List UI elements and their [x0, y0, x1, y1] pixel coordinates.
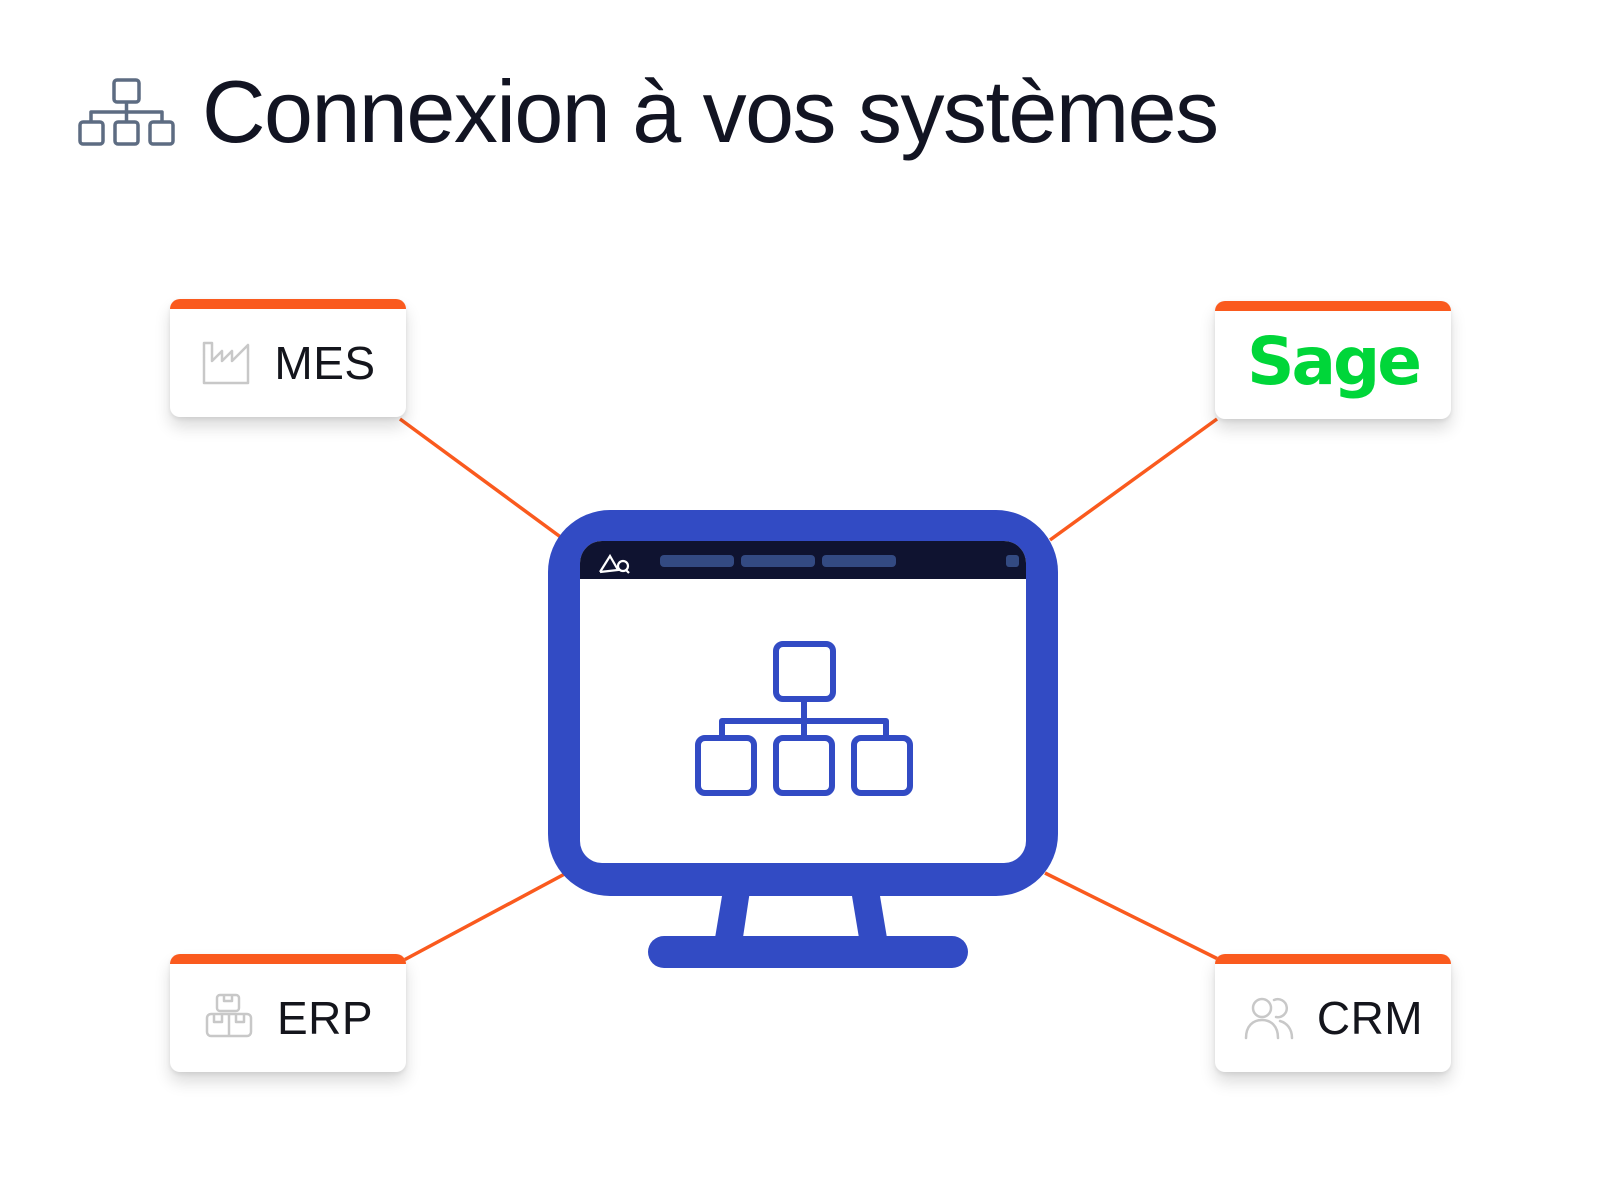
system-card-mes[interactable]: MES — [170, 299, 406, 417]
monitor-icon — [548, 510, 1058, 968]
toolbar-tab-3 — [822, 555, 896, 567]
connector-erp — [403, 867, 575, 962]
page-header: Connexion à vos systèmes — [78, 62, 1219, 162]
brand-logo-icon — [599, 553, 630, 574]
toolbar-button — [1006, 555, 1019, 567]
hierarchy-icon — [78, 78, 175, 146]
screen-hierarchy-icon — [695, 641, 913, 796]
connector-crm — [1044, 871, 1221, 962]
factory-icon — [203, 341, 250, 385]
page-title: Connexion à vos systèmes — [202, 62, 1219, 161]
system-label-mes: MES — [274, 337, 376, 389]
toolbar-tab-2 — [741, 555, 815, 567]
boxes-icon — [205, 993, 253, 1038]
system-card-erp[interactable]: ERP — [170, 954, 406, 1072]
system-card-sage[interactable]: Sage — [1215, 301, 1451, 419]
connector-sage — [1048, 417, 1219, 542]
users-icon — [1244, 997, 1294, 1040]
system-label-erp: ERP — [276, 992, 374, 1044]
system-label-crm: CRM — [1316, 992, 1424, 1044]
system-card-crm[interactable]: CRM — [1215, 954, 1451, 1072]
monitor-base — [648, 936, 968, 968]
sage-logo: Sage — [1246, 323, 1422, 400]
toolbar-tab-1 — [660, 555, 734, 567]
connector-mes — [398, 417, 568, 543]
